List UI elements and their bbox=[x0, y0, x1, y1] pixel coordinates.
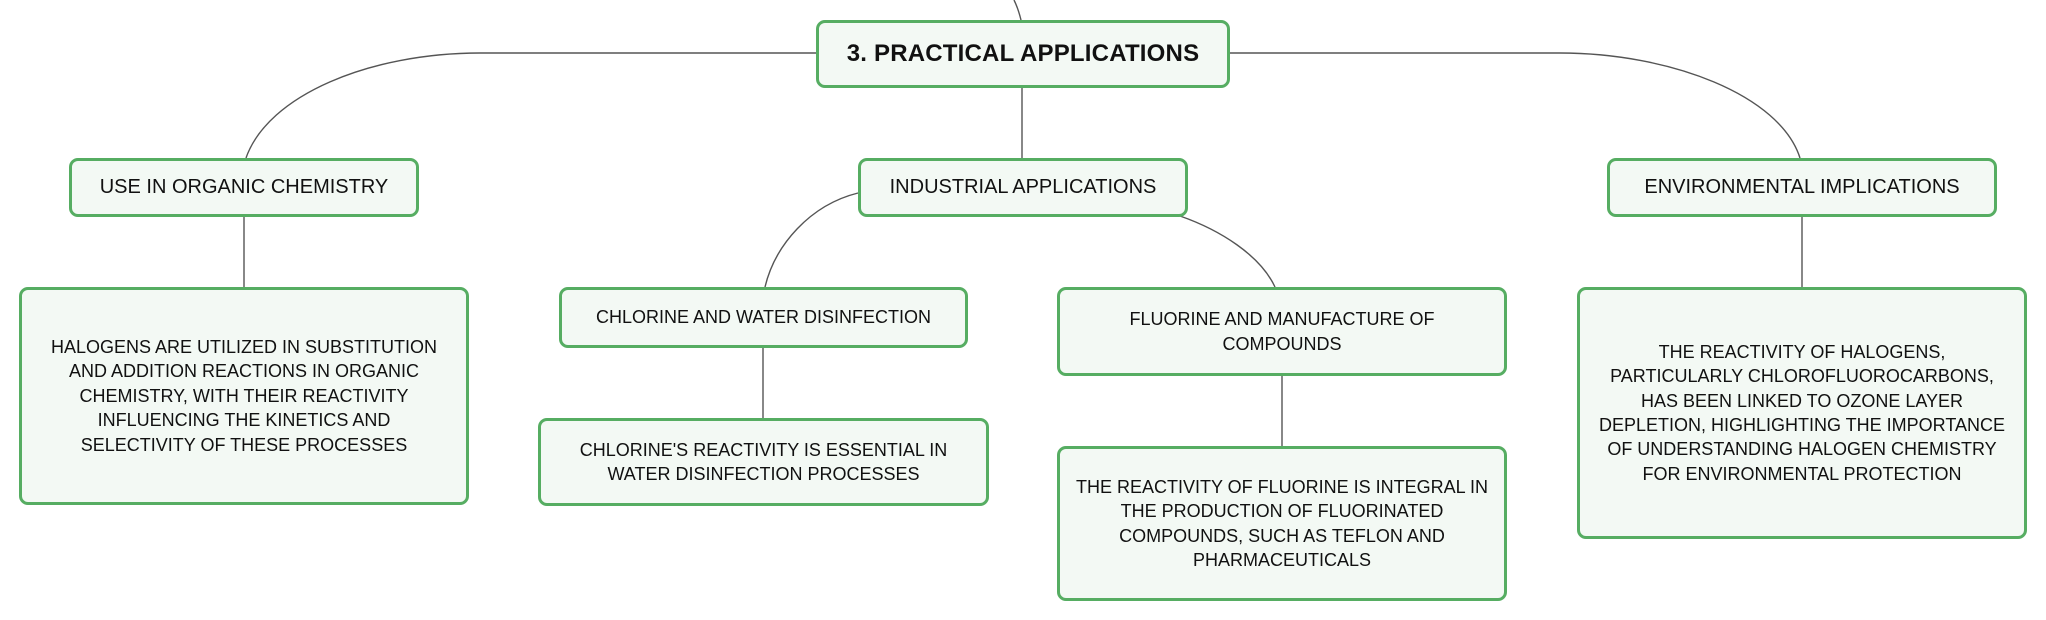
chlorine-disinfection-node[interactable]: CHLORINE AND WATER DISINFECTION bbox=[559, 287, 968, 348]
connector-root-to-organic bbox=[245, 52, 816, 159]
chlorine-disinfection-detail: CHLORINE'S REACTIVITY IS ESSENTIAL IN WA… bbox=[579, 439, 948, 484]
industrial-applications-label: INDUSTRIAL APPLICATIONS bbox=[889, 175, 1157, 198]
organic-chemistry-label: USE IN ORGANIC CHEMISTRY bbox=[99, 175, 389, 198]
connector-industrial-to-chlorine bbox=[764, 192, 859, 288]
environmental-implications-detail-node[interactable]: THE REACTIVITY OF HALOGENS, PARTICULARLY… bbox=[1577, 287, 2027, 539]
organic-chemistry-detail-node[interactable]: HALOGENS ARE UTILIZED IN SUBSTITUTION AN… bbox=[19, 287, 469, 505]
environmental-implications-node[interactable]: ENVIRONMENTAL IMPLICATIONS bbox=[1607, 158, 1997, 217]
fluorine-compounds-label: FLUORINE AND MANUFACTURE OF COMPOUNDS bbox=[1129, 309, 1435, 354]
environmental-implications-label: ENVIRONMENTAL IMPLICATIONS bbox=[1644, 175, 1960, 198]
organic-chemistry-node[interactable]: USE IN ORGANIC CHEMISTRY bbox=[69, 158, 419, 217]
chlorine-disinfection-label: CHLORINE AND WATER DISINFECTION bbox=[595, 307, 932, 328]
organic-chemistry-detail: HALOGENS ARE UTILIZED IN SUBSTITUTION AN… bbox=[50, 336, 438, 455]
chlorine-disinfection-detail-node[interactable]: CHLORINE'S REACTIVITY IS ESSENTIAL IN WA… bbox=[538, 418, 989, 506]
root-label: 3. PRACTICAL APPLICATIONS bbox=[846, 39, 1200, 67]
connector-root-to-environmental bbox=[1228, 52, 1801, 159]
root-node[interactable]: 3. PRACTICAL APPLICATIONS bbox=[816, 20, 1230, 88]
fluorine-compounds-node[interactable]: FLUORINE AND MANUFACTURE OF COMPOUNDS bbox=[1057, 287, 1507, 376]
industrial-applications-node[interactable]: INDUSTRIAL APPLICATIONS bbox=[858, 158, 1188, 217]
fluorine-compounds-detail: THE REACTIVITY OF FLUORINE IS INTEGRAL I… bbox=[1075, 476, 1489, 570]
fluorine-compounds-detail-node[interactable]: THE REACTIVITY OF FLUORINE IS INTEGRAL I… bbox=[1057, 446, 1507, 601]
connector-parent-to-root bbox=[1013, 0, 1022, 21]
environmental-implications-detail: THE REACTIVITY OF HALOGENS, PARTICULARLY… bbox=[1598, 341, 2006, 484]
connector-industrial-to-fluorine bbox=[1179, 215, 1276, 288]
